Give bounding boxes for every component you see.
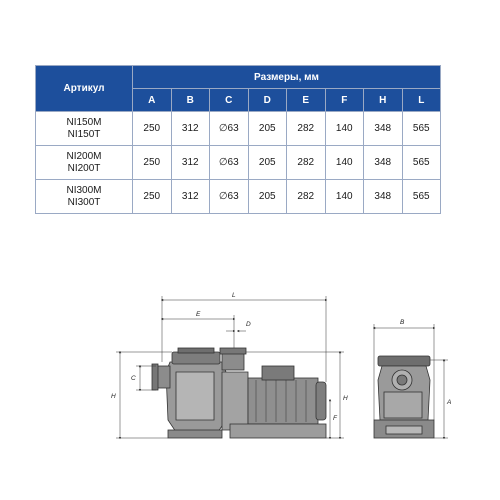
article-code: NI200T [67,162,101,174]
value-cell: 565 [401,179,441,214]
article-code: NI300M [66,184,102,196]
value-cell: 140 [324,145,364,180]
column-header-d: D [247,88,287,112]
value-cell: 312 [170,179,210,214]
value-cell: 565 [401,145,441,180]
value-cell: ∅63 [209,111,249,146]
dimensions-table: Артикул Размеры, мм A B C D E F H L NI15… [35,65,441,214]
dimension-label-e: E [196,311,201,318]
dimension-label-a: A [446,399,451,406]
article-code: NI150M [66,116,102,128]
article-code: NI150T [67,128,101,140]
value-cell: ∅63 [209,145,249,180]
column-header-l: L [401,88,441,112]
dimension-label-l: L [232,292,236,299]
value-cell: 140 [324,179,364,214]
front-view-dimensions [372,324,448,440]
value-cell: 312 [170,111,210,146]
value-cell: ∅63 [209,179,249,214]
column-header-h: H [363,88,403,112]
article-header: Артикул [35,65,133,112]
dimension-label-h: H [111,393,116,400]
value-cell: 250 [132,179,172,214]
dimension-label-f: F [333,415,338,422]
dimension-label-h-right: H [343,395,348,402]
value-cell: 282 [286,179,326,214]
value-cell: 205 [247,179,287,214]
pump-side-view [151,347,327,439]
value-cell: 348 [363,179,403,214]
article-code: NI200M [66,150,102,162]
pump-front-view [373,355,435,439]
column-header-e: E [286,88,326,112]
column-header-f: F [324,88,364,112]
side-view-dimensions [116,296,344,440]
dimension-label-d: D [246,321,251,328]
article-code: NI300T [67,196,101,208]
dimension-label-b: B [400,319,405,326]
dimension-label-c: C [131,375,136,382]
